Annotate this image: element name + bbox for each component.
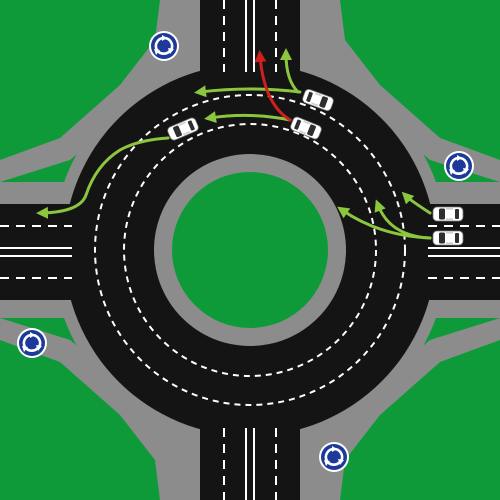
path-inner-car-ring: [204, 111, 292, 124]
roundabout-sign-icon-se: [317, 440, 351, 474]
path-east-bottom-entry-inner: [337, 206, 432, 240]
central-island-grass: [172, 172, 328, 328]
roundabout-sign-icon-ne: [442, 149, 476, 183]
path-east-top-entry: [401, 191, 432, 215]
roundabout-sign-icon-nw: [147, 29, 181, 63]
path-inner-car-prohibited-exit: [254, 50, 292, 122]
movement-paths: [36, 48, 432, 240]
ring-lane-divider-outer: [94, 94, 406, 406]
nw-flare: [0, 0, 178, 182]
sw-flare: [0, 318, 178, 500]
se-flare: [322, 318, 500, 500]
ring-lane-divider-inner: [123, 123, 377, 377]
path-ne-car-to-west-lane: [194, 85, 302, 98]
ne-flare: [322, 0, 500, 182]
south-roadway: [200, 390, 300, 500]
roundabout-sign-icon-sw: [15, 326, 49, 360]
car-icon-east-top: [432, 206, 464, 222]
path-ring-car-exit-west: [36, 136, 170, 219]
car-icon-east-bottom: [432, 230, 464, 246]
path-ne-car-exit-north: [280, 48, 300, 94]
west-roadway: [0, 204, 110, 300]
